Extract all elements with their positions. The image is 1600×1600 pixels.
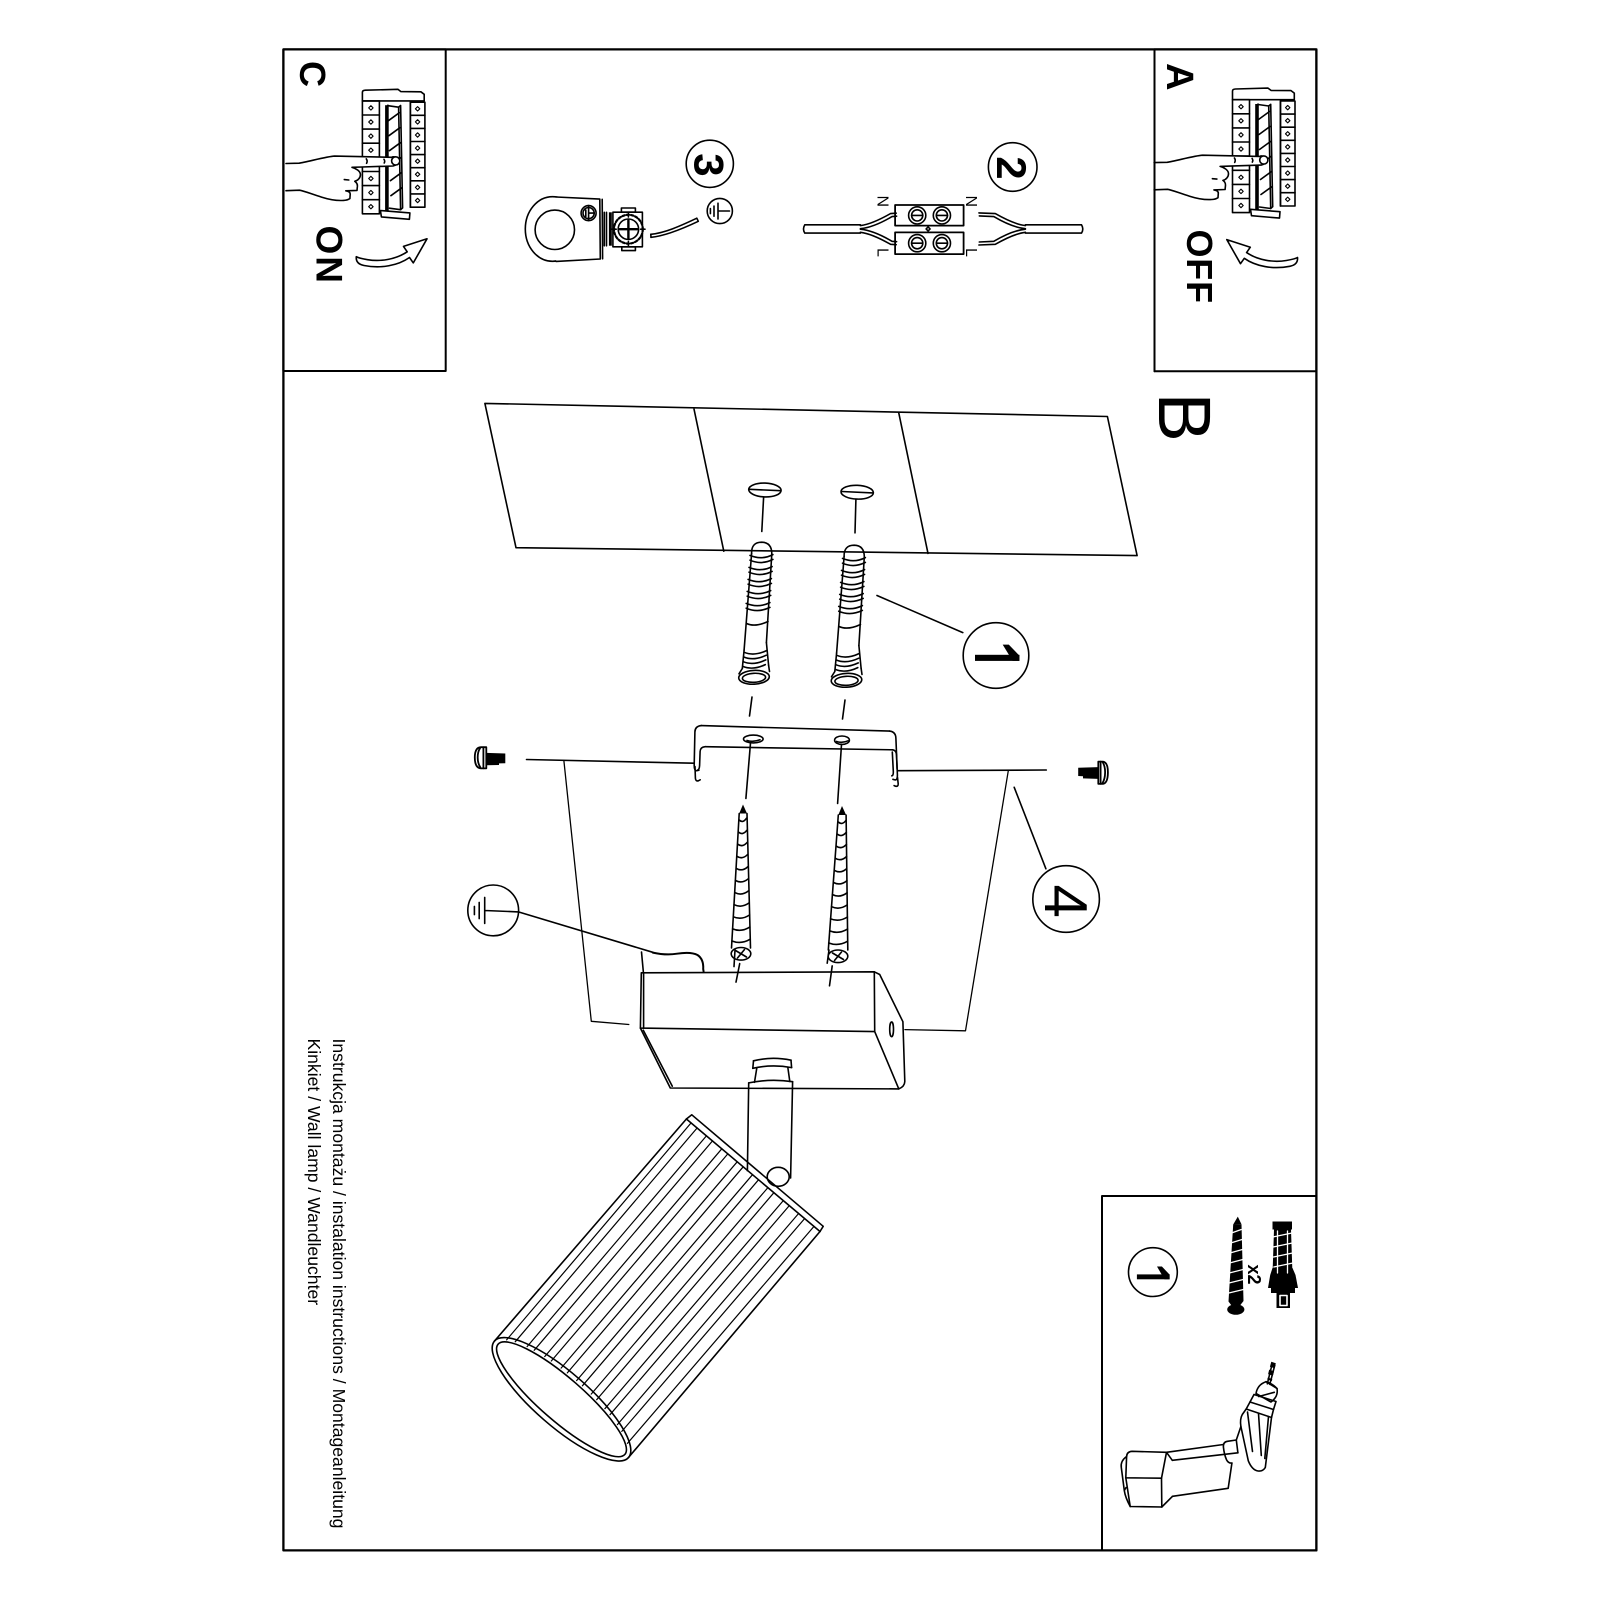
svg-text:N: N xyxy=(962,196,979,208)
svg-text:N: N xyxy=(874,196,891,208)
svg-text:L: L xyxy=(874,248,891,257)
svg-text:A: A xyxy=(1158,63,1200,90)
svg-text:x2: x2 xyxy=(1244,1265,1264,1285)
svg-text:B: B xyxy=(1143,393,1226,442)
svg-text:3: 3 xyxy=(685,153,732,176)
svg-text:ON: ON xyxy=(309,226,350,286)
svg-text:Instrukcja montażu / instalati: Instrukcja montażu / instalation instruc… xyxy=(329,1039,349,1529)
svg-text:C: C xyxy=(292,61,333,87)
svg-text:4: 4 xyxy=(1032,885,1099,918)
svg-text:Kinkiet / Wall lamp / Wandleuc: Kinkiet / Wall lamp / Wandleuchter xyxy=(304,1039,324,1306)
svg-text:L: L xyxy=(962,248,979,257)
svg-text:OFF: OFF xyxy=(1179,230,1220,304)
svg-text:2: 2 xyxy=(988,156,1035,179)
